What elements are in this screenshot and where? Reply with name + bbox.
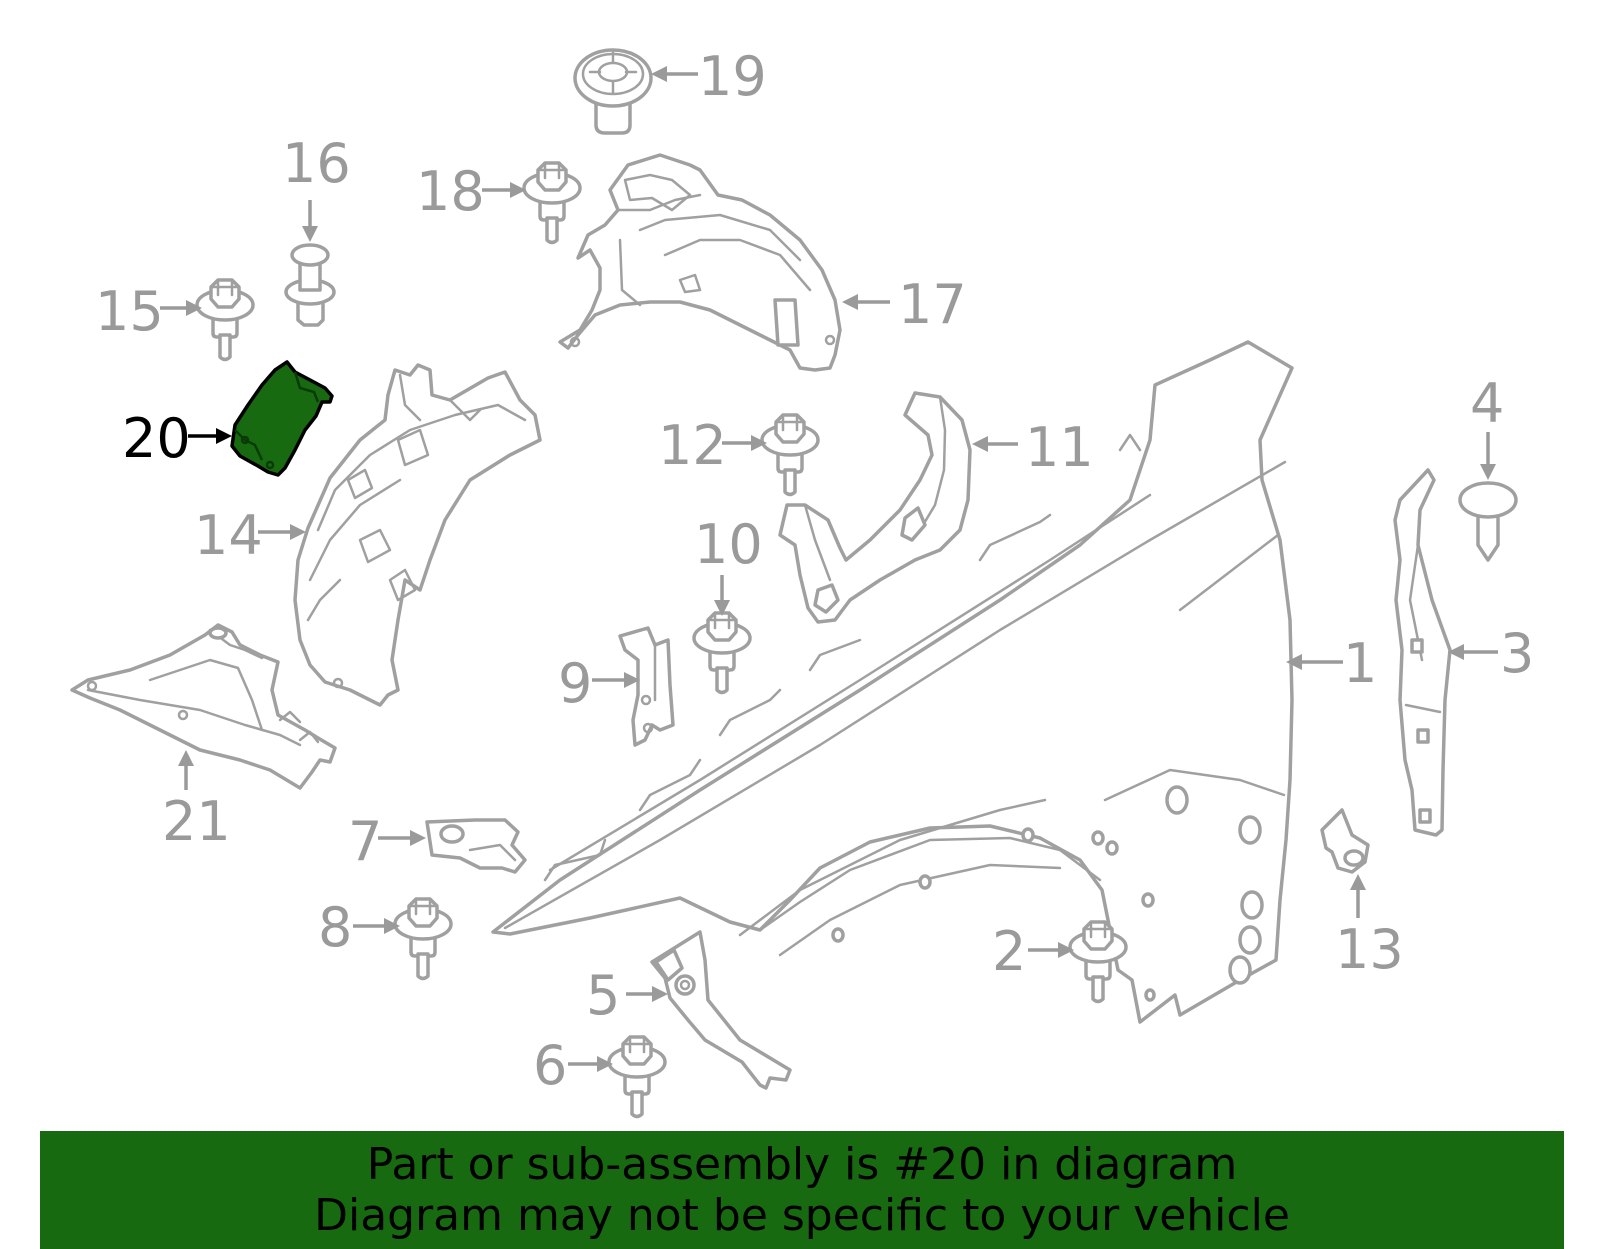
svg-text:8: 8 [318,896,352,959]
part-10-bolt [692,611,752,695]
svg-text:21: 21 [162,790,231,853]
callout-6: 6 [533,1034,613,1097]
svg-text:9: 9 [558,652,592,715]
part-7-bracket [425,818,527,874]
svg-text:7: 7 [348,810,382,873]
svg-text:11: 11 [1025,416,1094,479]
svg-text:3: 3 [1500,622,1534,685]
svg-text:20: 20 [122,407,191,470]
callout-9: 9 [558,652,640,715]
callout-16: 16 [282,132,351,242]
callout-4: 4 [1470,372,1504,480]
callout-5: 5 [586,964,668,1027]
banner-line-2: Diagram may not be specific to your vehi… [314,1190,1290,1241]
part-9-bracket [618,626,675,747]
callout-14: 14 [194,504,306,567]
svg-text:15: 15 [95,280,164,343]
part-20-highlighted [230,360,334,477]
callout-1: 1 [1286,632,1377,695]
svg-text:13: 13 [1335,918,1404,981]
callout-11: 11 [972,416,1094,479]
callout-2: 2 [992,920,1074,983]
callout-8: 8 [318,896,400,959]
callout-13: 13 [1335,874,1404,981]
part-8-bolt [393,897,453,981]
part-16-push-pin [284,243,336,327]
svg-text:16: 16 [282,132,351,195]
part-17-liner [558,153,842,372]
part-13-bracket [1320,808,1370,874]
svg-text:2: 2 [992,920,1026,983]
svg-text:19: 19 [698,45,767,108]
part-14-fender-liner [293,363,542,707]
part-11-bracket [778,391,972,624]
svg-text:10: 10 [694,513,763,576]
callout-15: 15 [95,280,202,343]
part-19-grommet [573,48,653,135]
part-18-bolt [522,161,582,245]
part-5-bracket [650,930,792,1090]
part-12-bolt [760,413,820,497]
part-6-bolt [607,1035,667,1119]
part-1-fender [491,340,1294,1024]
banner-line-1: Part or sub-assembly is #20 in diagram [366,1139,1238,1190]
svg-text:4: 4 [1470,372,1504,435]
callout-20: 20 [122,407,232,470]
part-3-bracket [1393,468,1452,837]
svg-text:1: 1 [1343,632,1377,695]
svg-text:14: 14 [194,504,263,567]
svg-text:6: 6 [533,1034,567,1097]
callout-19: 19 [651,45,767,108]
callout-17: 17 [842,273,967,336]
info-banner: Part or sub-assembly is #20 in diagram D… [40,1131,1564,1249]
callout-18: 18 [416,160,526,223]
part-4-clip [1458,481,1518,562]
callout-7: 7 [348,810,426,873]
callout-3: 3 [1448,622,1534,685]
svg-text:17: 17 [898,273,967,336]
callout-12: 12 [658,414,767,477]
svg-text:18: 18 [416,160,485,223]
part-15-bolt [195,278,255,362]
svg-text:5: 5 [586,964,620,1027]
part-21-shield [70,623,337,790]
callout-21: 21 [162,750,231,853]
callout-10: 10 [694,513,763,616]
svg-text:12: 12 [658,414,727,477]
